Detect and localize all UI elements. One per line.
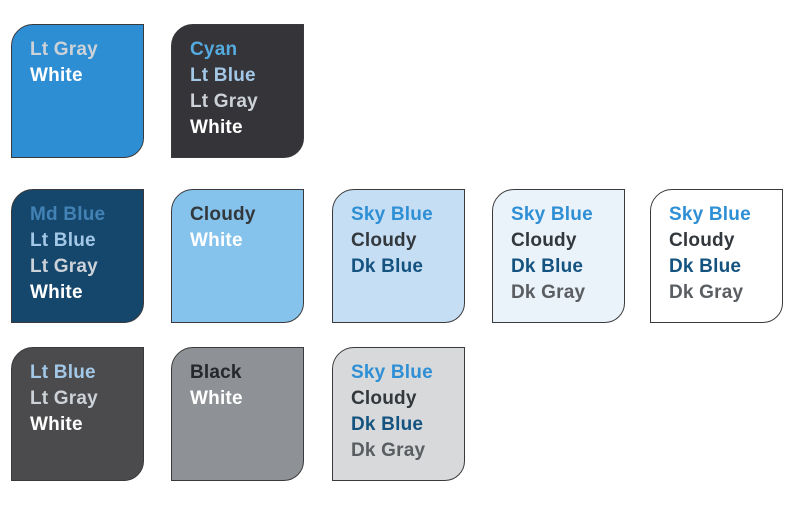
color-name-label: Cyan: [190, 39, 238, 60]
color-name-label: Dk Gray: [511, 282, 586, 303]
color-name-label: Cloudy: [511, 230, 577, 251]
color-name-label: Lt Gray: [30, 256, 98, 277]
color-name-label: Dk Blue: [669, 256, 742, 277]
color-name-label: Dk Blue: [511, 256, 584, 277]
color-name-label: Lt Blue: [30, 362, 96, 383]
swatch-card-dark-gray: Lt Blue Lt Gray White: [11, 347, 144, 481]
color-name-label: White: [190, 117, 243, 138]
color-name-label: Dk Blue: [351, 414, 424, 435]
color-name-label: White: [190, 230, 243, 251]
swatch-card-light-blue: Cloudy White: [171, 189, 304, 323]
swatch-card-charcoal: Cyan Lt Blue Lt Gray White: [171, 24, 304, 158]
color-name-label: Sky Blue: [511, 204, 593, 225]
color-name-label: White: [30, 282, 83, 303]
color-name-label: White: [190, 388, 243, 409]
color-name-label: Cloudy: [351, 230, 417, 251]
color-name-label: Dk Gray: [669, 282, 744, 303]
color-name-label: Md Blue: [30, 204, 106, 225]
color-name-label: White: [30, 65, 83, 86]
color-name-label: Sky Blue: [351, 204, 433, 225]
swatch-card-blue: Lt Gray White: [11, 24, 144, 158]
color-name-label: Lt Blue: [30, 230, 96, 251]
color-name-label: Cloudy: [190, 204, 256, 225]
swatch-card-light-gray: Sky Blue Cloudy Dk Blue Dk Gray: [332, 347, 465, 481]
swatch-card-ice-blue: Sky Blue Cloudy Dk Blue Dk Gray: [492, 189, 625, 323]
color-name-label: Lt Blue: [190, 65, 256, 86]
color-name-label: Dk Blue: [351, 256, 424, 277]
color-name-label: Dk Gray: [351, 440, 426, 461]
color-name-label: White: [30, 414, 83, 435]
color-name-label: Lt Gray: [190, 91, 258, 112]
color-name-label: Sky Blue: [351, 362, 433, 383]
color-name-label: Lt Gray: [30, 388, 98, 409]
swatch-card-pale-blue: Sky Blue Cloudy Dk Blue: [332, 189, 465, 323]
color-name-label: Cloudy: [351, 388, 417, 409]
color-name-label: Black: [190, 362, 242, 383]
swatch-card-navy: Md Blue Lt Blue Lt Gray White: [11, 189, 144, 323]
color-name-label: Sky Blue: [669, 204, 751, 225]
color-name-label: Lt Gray: [30, 39, 98, 60]
swatch-card-white: Sky Blue Cloudy Dk Blue Dk Gray: [650, 189, 783, 323]
color-name-label: Cloudy: [669, 230, 735, 251]
swatch-card-gray: Black White: [171, 347, 304, 481]
